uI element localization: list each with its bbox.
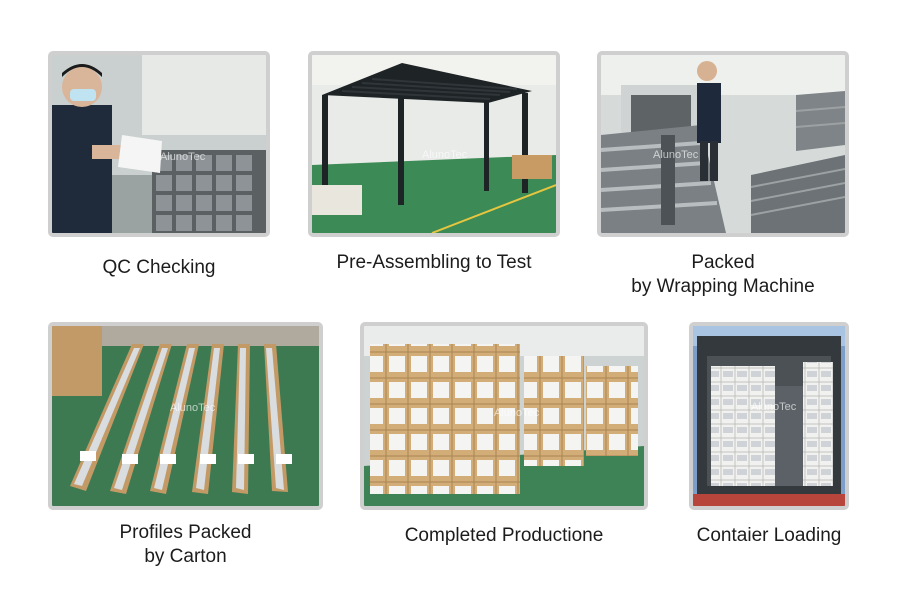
watermark: AlunoTec (170, 402, 216, 414)
caption-profiles-carton: Profiles Packed by Carton (48, 521, 323, 569)
caption-line: Contaier Loading (696, 525, 842, 546)
caption-line: Pre-Assembling to Test (336, 252, 532, 273)
watermark: AlunoTec (751, 401, 797, 413)
caption-line: by Carton (144, 546, 227, 567)
caption-pre-assembling: Pre-Assembling to Test (308, 251, 560, 275)
caption-line: by Wrapping Machine (631, 276, 815, 297)
caption-line: Completed Productione (404, 525, 604, 546)
caption-line: Profiles Packed (119, 522, 252, 543)
watermark: AlunoTec (160, 151, 206, 163)
watermark: AlunoTec (653, 149, 699, 161)
watermark: AlunoTec (422, 149, 468, 161)
caption-qc-checking: QC Checking (48, 256, 270, 280)
photo-profiles-carton: AlunoTec (48, 322, 323, 510)
photo-pre-assembling: AlunoTec (308, 51, 560, 237)
caption-line: QC Checking (102, 257, 216, 278)
photo-container-loading: AlunoTec (689, 322, 849, 510)
caption-wrapping-machine: Packed by Wrapping Machine (597, 251, 849, 299)
caption-completed-production: Completed Productione (360, 524, 648, 548)
watermark: AlunoTec (494, 407, 540, 419)
caption-line: Packed (691, 252, 755, 273)
photo-completed-production: AlunoTec (360, 322, 648, 510)
photo-wrapping-machine: AlunoTec (597, 51, 849, 237)
photo-qc-checking: AlunoTec (48, 51, 270, 237)
caption-container-loading: Contaier Loading (679, 524, 859, 548)
